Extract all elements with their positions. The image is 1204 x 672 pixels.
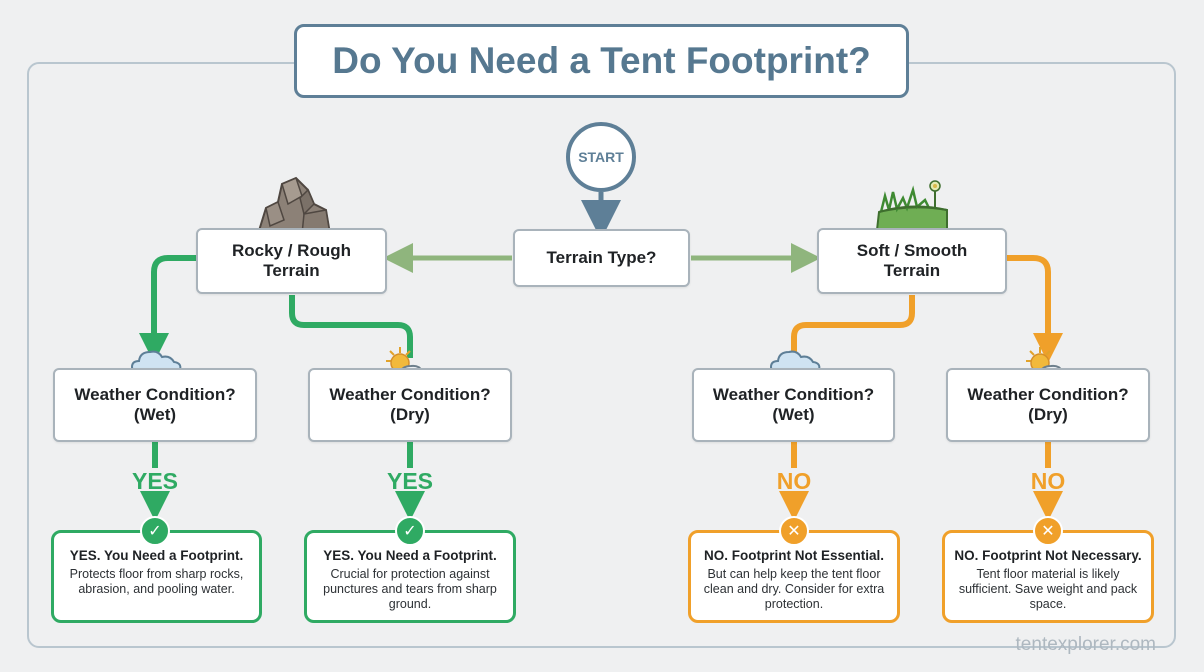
rocky-terrain-line2: Terrain — [263, 261, 320, 280]
decision-label-yes: YES — [131, 468, 179, 494]
weather-line2: (Dry) — [1028, 405, 1068, 424]
terrain-type-question: Terrain Type? — [513, 229, 690, 287]
decision-label-no: NO — [1030, 468, 1066, 494]
weather-line1: Weather Condition? — [712, 385, 875, 404]
outcome-description: Crucial for protection against punctures… — [323, 567, 497, 611]
soft-terrain-line1: Soft / Smooth — [856, 241, 968, 260]
weather-line1: Weather Condition? — [329, 385, 491, 404]
soft-terrain-node: Soft / Smooth Terrain — [817, 228, 1007, 294]
rocky-terrain-line1: Rocky / Rough — [231, 241, 351, 260]
outcome-heading: YES. You Need a Footprint. — [323, 548, 497, 563]
watermark: tentexplorer.com — [1015, 634, 1156, 655]
arrow-soft-wet — [791, 295, 915, 358]
weather-line2: (Wet) — [133, 405, 177, 424]
rock-icon — [256, 176, 332, 235]
weather-node-soft-wet: Weather Condition? (Wet) — [692, 368, 895, 442]
outcome-heading: NO. Footprint Not Necessary. — [954, 548, 1142, 563]
check-icon: ✓ — [140, 516, 170, 546]
weather-node-soft-dry: Weather Condition? (Dry) — [946, 368, 1150, 442]
rocky-terrain-node: Rocky / Rough Terrain — [196, 228, 387, 294]
outcome-description: Protects floor from sharp rocks, abrasio… — [69, 567, 244, 596]
arrow-soft-dry — [1007, 255, 1063, 363]
check-icon: ✓ — [395, 516, 425, 546]
decision-label-no: NO — [776, 468, 812, 494]
outcome-heading: YES. You Need a Footprint. — [69, 548, 244, 563]
weather-node-rocky-dry: Weather Condition? (Dry) — [308, 368, 512, 442]
cross-icon: ✕ — [1033, 516, 1063, 546]
outcome-rocky-wet: YES. You Need a Footprint. Protects floo… — [51, 530, 262, 623]
weather-line2: (Dry) — [390, 405, 430, 424]
weather-node-rocky-wet: Weather Condition? (Wet) — [53, 368, 257, 442]
outcome-heading: NO. Footprint Not Essential. — [703, 548, 884, 563]
weather-line1: Weather Condition? — [967, 385, 1129, 404]
weather-line2: (Wet) — [772, 405, 815, 424]
weather-line1: Weather Condition? — [74, 385, 236, 404]
soft-terrain-line2: Terrain — [883, 261, 941, 280]
arrow-rocky-dry — [289, 295, 413, 358]
terrain-type-label: Terrain Type? — [546, 248, 657, 267]
arrow-rocky-wet — [139, 255, 196, 363]
grass-icon — [875, 180, 948, 231]
start-node: START — [566, 122, 636, 192]
outcome-description: Tent floor material is likely sufficient… — [958, 567, 1138, 611]
decision-label-yes: YES — [386, 468, 434, 494]
cross-icon: ✕ — [779, 516, 809, 546]
outcome-description: But can help keep the tent floor clean a… — [703, 567, 885, 611]
page-title: Do You Need a Tent Footprint? — [294, 24, 909, 98]
